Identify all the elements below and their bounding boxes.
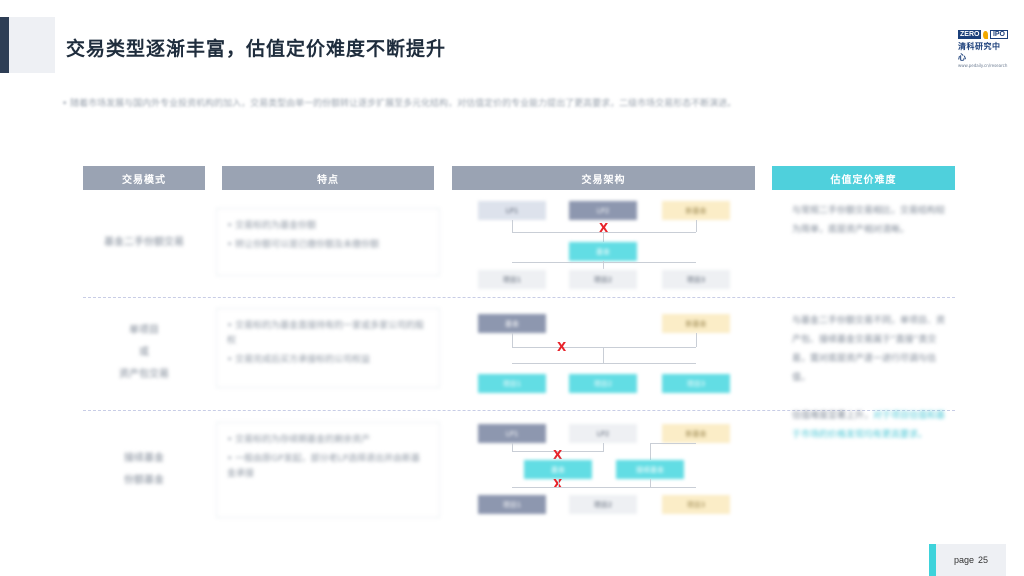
r3-node-p3: 项目3 [662,495,730,514]
r3-node-newfund: 新基金 [662,424,730,443]
r3-x-mark-1: X [553,448,563,462]
row1-desc: 与常规二手份额交易相比，交易结构较为简单，底层资产相对清晰。 [792,206,946,235]
row3-features: • 交易标的为存续期基金的剩余资产 • 一般由原GP发起，部分老LP选择退出并由… [216,422,440,518]
logo-cn-text: 清科研究中心 [958,42,1001,62]
r1-node-p3: 项目3 [662,270,730,289]
r1-node-p1: 项目1 [478,270,546,289]
r2-line [512,333,513,347]
r2-line [512,363,696,364]
row3-mode: 接续基金 份额基金 [124,453,164,486]
logo-ipo: IPO [989,30,1008,39]
page-title: 交易类型逐渐丰富，估值定价难度不断提升 [66,38,447,60]
r3-line [650,443,696,444]
row-divider-2 [83,410,955,411]
row1-mode: 基金二手份额交易 [104,237,184,248]
r3-node-lp2: LP2 [569,424,637,443]
header-features: 特点 [222,166,434,190]
r1-line [603,232,604,242]
r3-x-mark-2: X [553,478,562,490]
row2-mode: 单项目 或 资产包交易 [119,325,169,380]
r3-line [603,443,604,451]
logo-swoosh-icon [983,30,988,39]
r3-node-lp1: LP1 [478,424,546,443]
r2-node-p1: 项目1 [478,374,546,393]
header-valuation-difficulty: 估值定价难度 [772,166,955,190]
title-accent-bar [0,17,9,73]
r2-x-mark: X [557,340,567,354]
r2-line [696,333,697,347]
r2-line [603,347,604,363]
r3-node-fund: 基金 [524,460,592,479]
page-num: 25 [978,555,989,565]
row1-features: • 交易标的为基金份额 • 转让份额可以是已缴份额及未缴份额 [216,208,440,276]
r1-node-lp2: LP2 [569,201,637,220]
r3-line [512,487,696,488]
logo-zero: ZERO [958,30,982,39]
r1-node-p2: 项目2 [569,270,637,289]
r1-node-lp1: LP1 [478,201,546,220]
r3-node-p2: 项目2 [569,495,637,514]
r2-node-newfund: 新基金 [662,314,730,333]
r3-node-continuation: 接续基金 [616,460,684,479]
page-accent-bar [929,544,936,576]
r1-x-mark: X [599,221,609,235]
r3-line [512,443,513,451]
row-divider-1 [83,297,955,298]
r1-node-fund: 基金 [569,242,637,261]
row3-desc: 估值难度显著上升，对于项目估值和基于市场的价格发现均有更高要求。 [792,411,946,440]
r2-node-fund: 基金 [478,314,546,333]
r1-line [603,261,604,269]
row2-features: • 交易标的为基金直接持有的一家或多家公司的股权 • 交易完成后买方承接标的公司… [216,308,440,388]
zero-ipo-logo: ZERO IPO 清科研究中心 www.pedaily.cn/research [958,30,1008,68]
r1-line [512,262,696,263]
page-label: page [953,555,974,565]
row2-desc: 与基金二手份额交易不同，单项目、资产包、接续基金交易属于“直接”类交易，需对底层… [792,316,946,383]
header-structure: 交易架构 [452,166,755,190]
r3-line [512,451,604,452]
title-bar-bg [0,17,55,73]
r2-line [512,347,696,348]
intro-bullet: • 随着市场发展与国内外专业投资机构的加入，交易类型由单一的份额转让逐步扩展至多… [62,99,737,109]
r2-node-p2: 项目2 [569,374,637,393]
r1-node-newfund: 新基金 [662,201,730,220]
header-trade-mode: 交易模式 [83,166,205,190]
r3-line [650,479,651,487]
r3-node-p1: 项目1 [478,495,546,514]
r1-line [512,232,696,233]
r1-line [696,220,697,232]
r3-line [558,479,559,487]
logo-sub-text: www.pedaily.cn/research [958,63,1008,68]
r2-node-p3: 项目3 [662,374,730,393]
page-number: page 25 [936,544,1006,576]
r3-line [650,443,651,460]
r1-line [512,220,513,232]
